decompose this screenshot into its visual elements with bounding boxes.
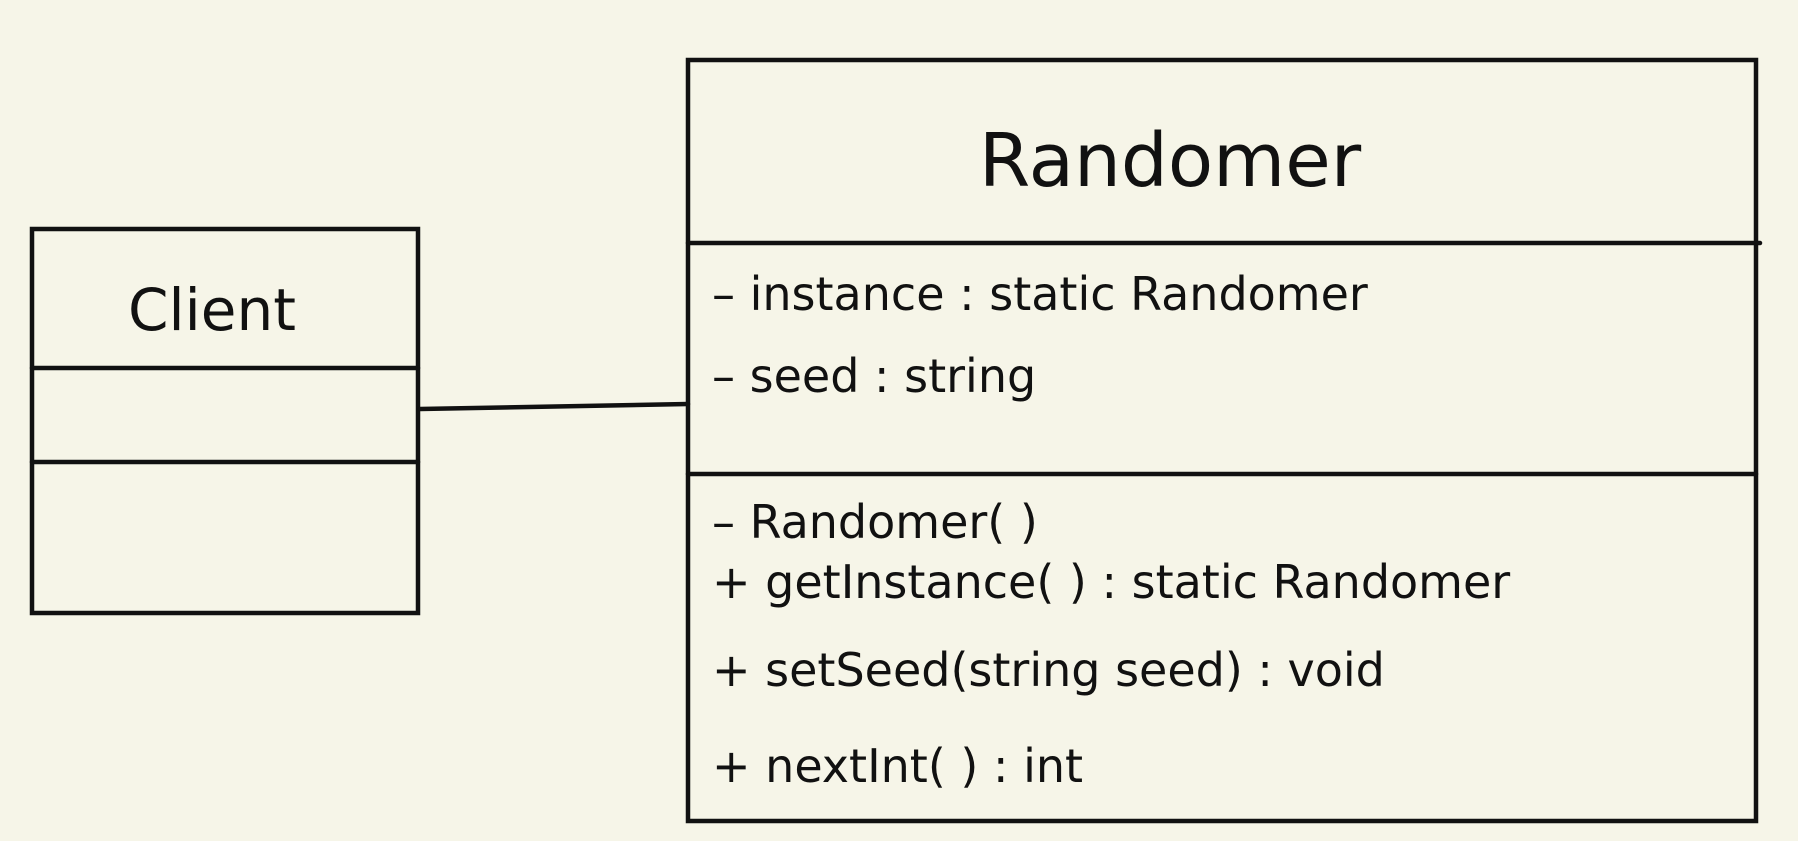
randomer-class-name: Randomer — [979, 118, 1362, 204]
attribute-seed: – seed : string — [712, 349, 1036, 403]
method-constructor: – Randomer( ) — [712, 495, 1038, 549]
method-get-instance: + getInstance( ) : static Randomer — [712, 555, 1510, 609]
randomer-class: Randomer – instance : static Randomer – … — [685, 57, 1763, 824]
randomer-class-box — [685, 57, 1759, 824]
method-next-int: + nextInt( ) : int — [712, 739, 1083, 793]
client-class-box — [29, 226, 421, 616]
method-set-seed: + setSeed(string seed) : void — [712, 643, 1385, 697]
client-class: Client — [29, 226, 421, 616]
association-line — [417, 401, 691, 412]
client-class-name: Client — [128, 276, 296, 344]
attribute-instance: – instance : static Randomer — [712, 267, 1368, 321]
